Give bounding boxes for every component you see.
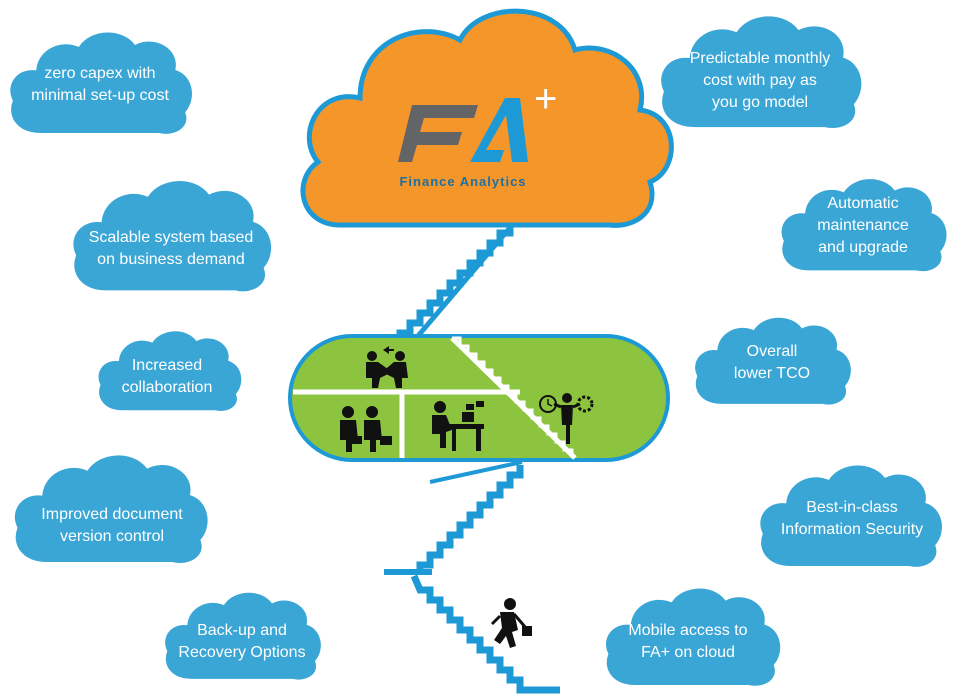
benefit-text: Scalable system based — [89, 229, 254, 246]
upper-staircase — [396, 208, 527, 345]
benefit-text: Overall — [747, 343, 798, 360]
benefit-text: lower TCO — [734, 365, 810, 382]
benefit-text: FA+ on cloud — [641, 644, 735, 661]
benefit-text: version control — [60, 528, 164, 545]
benefit-cloud-maintenance: Automatic maintenance and upgrade — [779, 177, 949, 274]
fa-logo: + Finance Analytics — [398, 77, 557, 189]
benefit-text: Back-up and — [197, 622, 287, 639]
benefit-cloud-capex: zero capex with minimal set-up cost — [8, 30, 194, 136]
benefit-cloud-scalable: Scalable system based on business demand — [71, 178, 274, 294]
benefit-text: Increased — [132, 357, 202, 374]
benefit-cloud-version-control: Improved document version control — [12, 453, 210, 566]
fa-plus-cloud: + Finance Analytics — [300, 8, 674, 228]
benefit-text: Best-in-class — [806, 499, 898, 516]
benefit-text: and upgrade — [818, 239, 908, 256]
benefit-text: collaboration — [122, 379, 213, 396]
benefit-text: you go model — [712, 94, 808, 111]
desk-worker-icon — [432, 401, 484, 451]
logo-a-shape — [470, 98, 528, 162]
benefit-text: Mobile access to — [628, 622, 747, 639]
left-benefit-clouds: zero capex with minimal set-up cost Scal… — [8, 30, 323, 682]
benefit-text: Automatic — [827, 195, 898, 212]
benefit-cloud-collaboration: Increased collaboration — [96, 329, 243, 413]
logo-tagline: Finance Analytics — [399, 174, 526, 189]
benefit-cloud-monthly-cost: Predictable monthly cost with pay as you… — [658, 14, 864, 131]
handshake-icon — [366, 346, 408, 388]
benefit-cloud-backup: Back-up and Recovery Options — [163, 590, 323, 682]
benefit-text: Information Security — [781, 521, 923, 538]
lower-staircase — [384, 460, 560, 694]
benefit-text: cost with pay as — [703, 72, 817, 89]
benefit-cloud-security: Best-in-class Information Security — [758, 463, 945, 569]
benefit-text: Predictable monthly — [690, 50, 831, 67]
benefit-cloud-mobile: Mobile access to FA+ on cloud — [604, 586, 783, 688]
logo-plus: + — [534, 77, 557, 121]
benefit-text: Improved document — [41, 506, 183, 523]
benefit-text: maintenance — [817, 217, 909, 234]
right-benefit-clouds: Predictable monthly cost with pay as you… — [604, 14, 949, 688]
office-capsule — [288, 334, 670, 462]
benefit-text: zero capex with — [44, 65, 155, 82]
benefit-cloud-tco: Overall lower TCO — [693, 316, 853, 407]
logo-f-shape — [398, 105, 478, 162]
climbing-businessman-icon — [490, 598, 532, 648]
benefit-text: on business demand — [97, 251, 245, 268]
center-cloud-shape — [300, 8, 674, 228]
time-settings-manager-icon — [539, 393, 594, 444]
benefit-text: Recovery Options — [178, 644, 305, 661]
business-people-icon — [340, 406, 392, 452]
benefit-text: minimal set-up cost — [31, 87, 169, 104]
